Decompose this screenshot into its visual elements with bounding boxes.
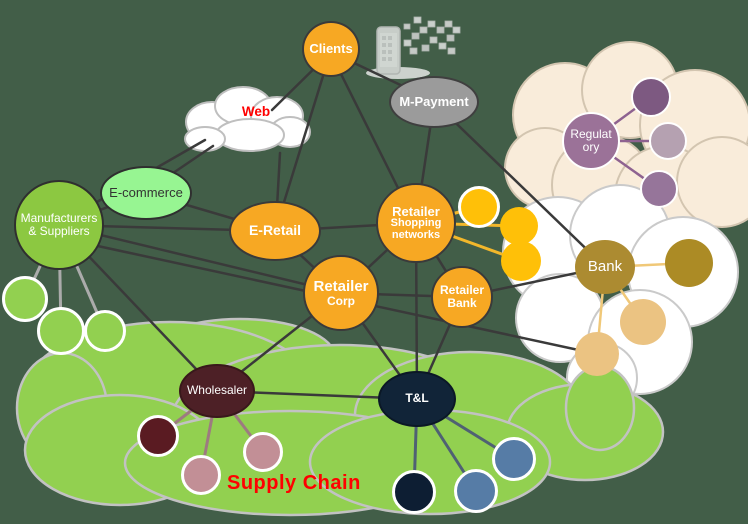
- supplier-circle-1[interactable]: [2, 276, 48, 322]
- wholesaler-sub-circle-3[interactable]: [243, 432, 283, 472]
- shopping-network-circle-3[interactable]: [501, 241, 541, 281]
- web-cloud-label: Web: [241, 104, 271, 119]
- node-clients[interactable]: Clients: [302, 21, 360, 77]
- logistics-sub-circle-1[interactable]: [392, 470, 436, 514]
- node-e-retail[interactable]: E-Retail: [229, 201, 321, 261]
- logistics-sub-circle-3[interactable]: [492, 437, 536, 481]
- wholesaler-sub-circle-1[interactable]: [137, 415, 179, 457]
- regulatory-sub-circle-2[interactable]: [649, 122, 687, 160]
- node-retailer-corp[interactable]: Retailer Corp: [303, 255, 379, 331]
- node-regulatory[interactable]: Regulat ory: [562, 112, 620, 170]
- shopping-network-circle-2[interactable]: [500, 207, 538, 245]
- bank-sub-circle-3[interactable]: [575, 332, 619, 376]
- node-bank[interactable]: Bank: [575, 240, 635, 294]
- supplier-circle-2[interactable]: [37, 307, 85, 355]
- bank-sub-circle-2[interactable]: [620, 299, 666, 345]
- regulatory-sub-circle-3[interactable]: [640, 170, 678, 208]
- logistics-sub-circle-2[interactable]: [454, 469, 498, 513]
- supply-chain-label: Supply Chain: [227, 472, 361, 494]
- node-e-commerce[interactable]: E-commerce: [100, 166, 192, 220]
- wholesaler-sub-circle-2[interactable]: [181, 455, 221, 495]
- bank-sub-circle-1[interactable]: [665, 239, 713, 287]
- supplier-circle-3[interactable]: [84, 310, 126, 352]
- node-t-and-l[interactable]: T&L: [378, 371, 456, 427]
- regulatory-sub-circle-1[interactable]: [631, 77, 671, 117]
- node-wholesaler[interactable]: Wholesaler: [179, 364, 255, 418]
- node-manufacturers-suppliers[interactable]: Manufacturers & Suppliers: [14, 180, 104, 270]
- shopping-network-circle-1[interactable]: [458, 186, 500, 228]
- node-retailer-shopping-networks[interactable]: Retailer Shopping networks: [376, 183, 456, 263]
- node-m-payment[interactable]: M-Payment: [389, 76, 479, 128]
- smartphone-and-app-cubes-icon: [366, 16, 461, 79]
- node-retailer-bank[interactable]: Retailer Bank: [431, 266, 493, 328]
